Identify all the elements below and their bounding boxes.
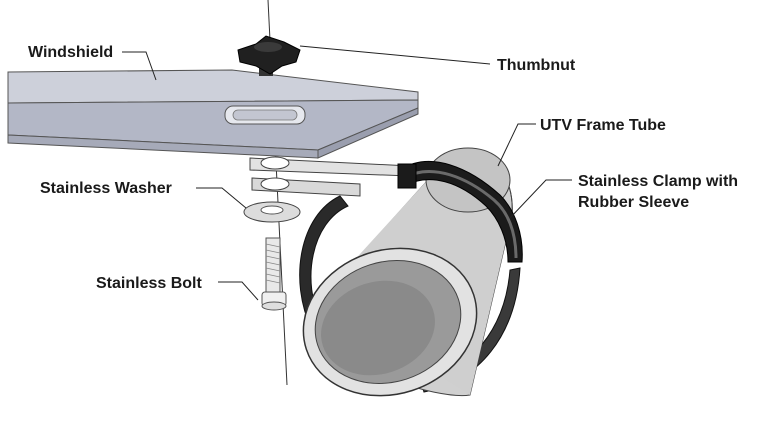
label-thumbnut: Thumbnut bbox=[497, 57, 576, 74]
windshield-panel bbox=[7, 69, 419, 159]
stainless-washer bbox=[243, 201, 301, 223]
label-stainless-washer: Stainless Washer bbox=[40, 180, 172, 197]
clamp-bracket-tabs bbox=[249, 156, 411, 197]
washer-leader bbox=[196, 187, 247, 209]
utv-frame-tube bbox=[299, 147, 523, 397]
clamp-leader bbox=[509, 179, 572, 219]
stainless-bolt bbox=[261, 237, 287, 311]
thumbnut-leader bbox=[299, 45, 491, 65]
windshield-leader bbox=[122, 51, 157, 81]
label-stainless-clamp-line1: Stainless Clamp with bbox=[578, 173, 738, 190]
bolt-leader bbox=[218, 281, 259, 301]
thumbnut bbox=[237, 35, 301, 76]
clamp-band bbox=[403, 170, 518, 259]
label-utv-frame-tube: UTV Frame Tube bbox=[540, 117, 666, 134]
leader-lines bbox=[122, 45, 572, 301]
label-stainless-bolt: Stainless Bolt bbox=[96, 275, 202, 292]
label-group: Windshield Thumbnut UTV Frame Tube Stain… bbox=[28, 44, 738, 292]
label-stainless-clamp-line2: Rubber Sleeve bbox=[578, 194, 689, 211]
label-windshield: Windshield bbox=[28, 44, 113, 61]
frame-tube-leader bbox=[497, 123, 536, 167]
